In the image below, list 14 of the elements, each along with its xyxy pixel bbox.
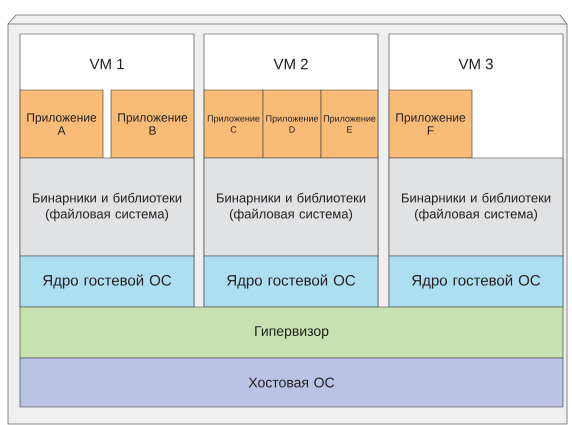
hypervisor-box: Гипервизор <box>20 306 564 358</box>
app-box: Приложение B <box>110 90 194 158</box>
app-box: Приложение E <box>320 90 378 158</box>
app-box: Приложение C <box>204 90 264 158</box>
app-box: Приложение D <box>262 90 322 158</box>
kernel-box: Ядро гостевой ОС <box>20 256 194 308</box>
kernel-box: Ядро гостевой ОС <box>204 256 378 308</box>
app-box: Приложение A <box>20 90 104 158</box>
kernel-box: Ядро гостевой ОС <box>388 256 564 308</box>
host-os-box: Хостовая ОС <box>20 358 564 408</box>
library-box: Бинарники и библиотеки (файловая система) <box>20 158 194 256</box>
library-box: Бинарники и библиотеки (файловая система) <box>204 158 378 256</box>
app-box: Приложение F <box>388 90 472 158</box>
library-box: Бинарники и библиотеки (файловая система) <box>388 158 564 256</box>
